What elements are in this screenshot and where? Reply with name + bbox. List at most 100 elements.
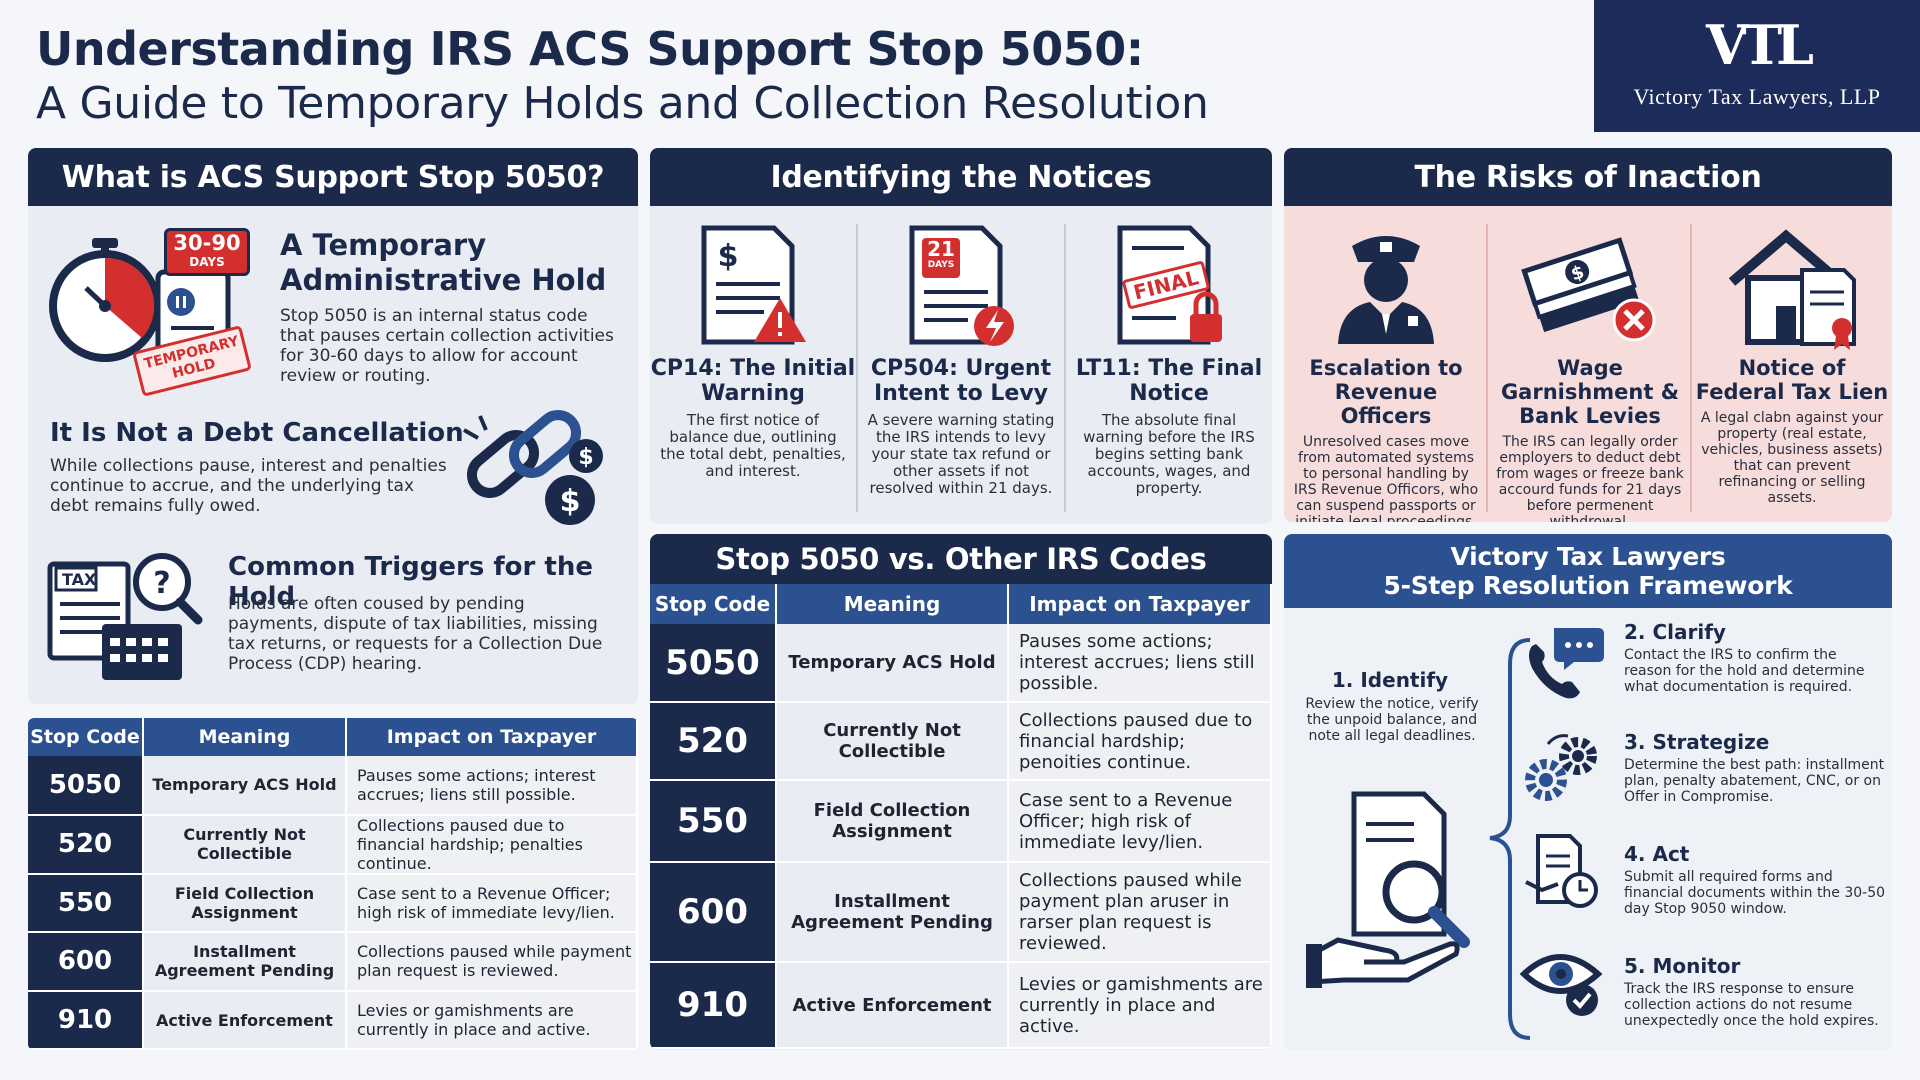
meaning: Currently Not Collectible xyxy=(776,702,1009,781)
meaning: Installment Agreement Pending xyxy=(143,932,347,992)
svg-text:$: $ xyxy=(560,484,581,519)
col-header-stop-code: Stop Code xyxy=(28,718,144,756)
comparison-table: Stop Code Meaning Impact on Taxpayer 505… xyxy=(650,584,1272,1049)
notices-panel: Identifying the Notices $ CP14: The Init… xyxy=(650,148,1272,524)
stop-code: 520 xyxy=(650,702,777,781)
notice-cp504: 21 DAYS CP504: Urgent Intent to Levy A s… xyxy=(858,222,1064,497)
dollar-document-icon: $ xyxy=(701,225,806,345)
divider xyxy=(1690,224,1692,512)
framework-heading: Victory Tax Lawyers 5-Step Resolution Fr… xyxy=(1284,534,1892,608)
not-debt-title: It Is Not a Debt Cancellation xyxy=(50,418,464,448)
impact: Collections paused while payment plan ar… xyxy=(1008,862,1272,963)
divider xyxy=(1486,224,1488,512)
stop-code: 910 xyxy=(28,990,144,1050)
impact: Collections paused due to financial hard… xyxy=(1008,702,1272,781)
page-title: Understanding IRS ACS Support Stop 5050: xyxy=(36,22,1144,76)
col-header-impact: Impact on Taxpayer xyxy=(1008,584,1272,624)
step-text: Submit all required forms and financial … xyxy=(1624,869,1886,917)
firm-logo: VTL Victory Tax Lawyers, LLP xyxy=(1594,0,1920,132)
divider xyxy=(1064,224,1066,512)
step-title: 3. Strategize xyxy=(1624,730,1770,754)
comparison-heading: Stop 5050 vs. Other IRS Codes xyxy=(650,534,1272,584)
step-monitor: 5. Monitor Track the IRS response to ens… xyxy=(1624,954,1886,1029)
risk-garnishment: $ Wage Garnishment & Bank Levies The IRS… xyxy=(1490,222,1690,522)
meaning: Temporary ACS Hold xyxy=(776,624,1009,703)
risk-title: Wage Garnishment & Bank Levies xyxy=(1500,356,1680,428)
officer-icon xyxy=(1338,236,1434,344)
meaning: Active Enforcement xyxy=(143,990,347,1050)
notice-lt11: FINAL LT11: The Final Notice The absolut… xyxy=(1066,222,1272,497)
svg-text:$: $ xyxy=(718,239,739,274)
document-search-hand-icon xyxy=(1306,791,1470,988)
comparison-table-panel: Stop 5050 vs. Other IRS Codes Stop Code … xyxy=(650,534,1272,1050)
meaning: Installment Agreement Pending xyxy=(776,862,1009,963)
tax-doc-label: TAX xyxy=(62,570,97,589)
risks-heading: The Risks of Inaction xyxy=(1284,148,1892,206)
risk-lien: Notice of Federal Tax Lien A legal clabn… xyxy=(1692,222,1892,506)
triggers-title: Common Triggers for the Hold xyxy=(228,552,593,612)
step-strategize: 3. Strategize Determine the best path: i… xyxy=(1624,730,1886,805)
risk-escalation: Escalation to Revenue Officers Unresolve… xyxy=(1286,222,1486,522)
notices-heading: Identifying the Notices xyxy=(650,148,1272,206)
step-text: Track the IRS response to ensure collect… xyxy=(1624,981,1879,1029)
risk-text: Unresolved cases move from automated sys… xyxy=(1293,434,1479,522)
stopwatch-icon xyxy=(46,234,286,384)
days-badge: 30-90 DAYS xyxy=(164,228,250,276)
risks-panel: The Risks of Inaction Escalation to Reve… xyxy=(1284,148,1892,522)
identify-title: 1. Identify xyxy=(1331,668,1449,692)
stop-code: 5050 xyxy=(28,756,144,816)
divider xyxy=(856,224,858,512)
what-is-panel: What is ACS Support Stop 5050? 30-90 DAY… xyxy=(28,148,638,704)
notice-text: The first notice of balance due, outlini… xyxy=(660,411,846,480)
meaning: Field Collection Assignment xyxy=(776,780,1009,863)
page-subtitle: A Guide to Temporary Holds and Collectio… xyxy=(36,78,1209,129)
step-clarify: 2. Clarify Contact the IRS to confirm th… xyxy=(1624,620,1886,695)
col-header-impact: Impact on Taxpayer xyxy=(346,718,638,756)
notice-text: A severe warning stating the IRS intends… xyxy=(867,411,1055,497)
svg-text:$: $ xyxy=(1568,261,1586,285)
money-stack-blocked-icon: $ xyxy=(1521,237,1656,342)
days-21-label: 21 xyxy=(927,237,955,261)
tax-calendar-icon: ? xyxy=(44,548,214,688)
step-act: 4. Act Submit all required forms and fin… xyxy=(1624,842,1886,917)
document-clock-icon xyxy=(1525,834,1598,908)
impact: Collections paused while payment plan re… xyxy=(346,932,638,992)
framework-panel: Victory Tax Lawyers 5-Step Resolution Fr… xyxy=(1284,534,1892,1050)
col-header-meaning: Meaning xyxy=(776,584,1009,624)
not-debt-text: While collections pause, interest and pe… xyxy=(50,456,447,516)
stop-code: 600 xyxy=(28,932,144,992)
meaning: Field Collection Assignment xyxy=(143,873,347,934)
stop-code: 550 xyxy=(28,873,144,934)
risk-title: Escalation to Revenue Officers xyxy=(1309,356,1463,428)
hold-text: Stop 5050 is an internal status code tha… xyxy=(280,306,614,386)
small-stop-code-table: Stop Code Meaning Impact on Taxpayer 505… xyxy=(28,718,638,1050)
svg-text:?: ? xyxy=(153,566,170,601)
risk-text: The IRS can legally order employers to d… xyxy=(1496,434,1684,522)
broken-chain-icon: $ $ xyxy=(458,408,628,538)
col-header-meaning: Meaning xyxy=(143,718,347,756)
stop-code: 910 xyxy=(650,962,777,1049)
impact: Pauses some actions; interest accrues; l… xyxy=(1008,624,1272,703)
impact: Levies or gamishments are currently in p… xyxy=(1008,962,1272,1049)
phone-chat-icon xyxy=(1529,628,1604,699)
notice-cp14: $ CP14: The Initial Warning The first no… xyxy=(650,222,856,480)
days-21-sub: DAYS xyxy=(927,260,955,270)
meaning: Active Enforcement xyxy=(776,962,1009,1049)
stop-code: 550 xyxy=(650,780,777,863)
impact: Case sent to a Revenue Officer; high ris… xyxy=(346,873,638,934)
gears-icon xyxy=(1525,734,1597,801)
notice-text: The absolute final warning before the IR… xyxy=(1083,411,1255,497)
svg-text:$: $ xyxy=(578,445,593,470)
framework-heading-line2: 5-Step Resolution Framework xyxy=(1383,571,1793,600)
bracket-connector xyxy=(1489,638,1531,1040)
impact: Levies or gamishments are currently in p… xyxy=(346,990,638,1050)
